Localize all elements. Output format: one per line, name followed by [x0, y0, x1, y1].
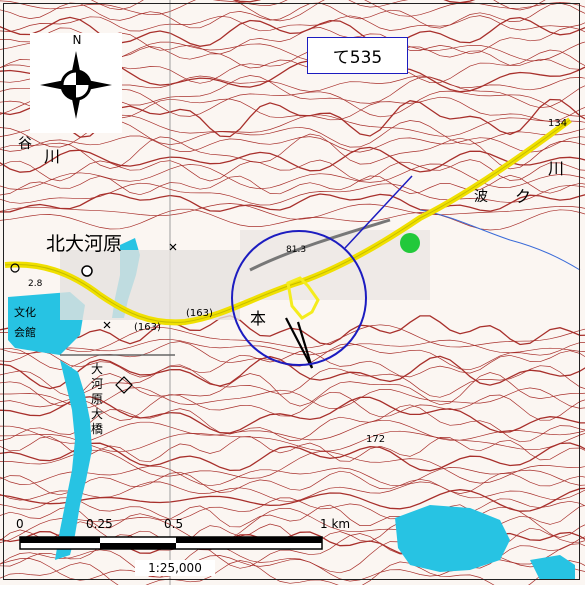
office-symbol	[81, 265, 93, 277]
site-label-box[interactable]: て535	[307, 37, 408, 74]
contour-line	[0, 174, 585, 196]
site-boundary[interactable]	[286, 276, 320, 320]
pond-corner	[530, 555, 575, 580]
contour-line	[0, 2, 585, 29]
river-label-kawa-west: 川	[44, 147, 61, 166]
contour-line	[0, 182, 585, 206]
contour-line	[0, 315, 585, 346]
elevation-81-3: 81.3	[286, 245, 307, 255]
contour-line	[0, 203, 585, 220]
highlight-circle[interactable]	[231, 230, 367, 366]
contour-line	[0, 506, 585, 544]
contour-line	[0, 98, 585, 138]
contour-line	[0, 133, 585, 170]
river-label-kawa-east: 川	[548, 159, 565, 178]
scale-tick-1km: 1 km	[320, 517, 351, 531]
access-line	[285, 317, 314, 369]
river-south	[55, 360, 92, 560]
scale-bar	[19, 536, 323, 550]
river-label-tani: 谷	[18, 136, 32, 152]
north-label: N	[72, 33, 82, 47]
river-label-nami: 波	[474, 189, 488, 205]
contour-line	[0, 135, 585, 153]
contour-line	[0, 0, 585, 22]
contour-line	[0, 387, 585, 410]
contour-line	[0, 372, 585, 407]
contour-line	[0, 146, 585, 173]
bridge-label-2: 原大橋	[91, 392, 104, 436]
contour-line	[0, 324, 585, 353]
bridge-label-1: 大河	[91, 362, 104, 391]
green-marker[interactable]	[400, 233, 420, 253]
elevation-172: 172	[366, 434, 386, 445]
contour-line	[0, 159, 585, 182]
hall-label-1: 文化	[14, 306, 36, 319]
contour-line	[0, 364, 585, 398]
contour-line	[0, 470, 585, 496]
route-134-label: 134	[548, 118, 568, 129]
route-163-label-a: (163)	[134, 322, 161, 333]
leader-line	[344, 175, 413, 249]
contour-line	[0, 192, 585, 213]
river-label-ku: ク	[515, 187, 532, 206]
contour-line	[0, 350, 585, 378]
contour-line	[0, 487, 585, 512]
contour-line	[0, 396, 585, 434]
water-bodies	[8, 209, 581, 580]
roads	[4, 117, 572, 356]
school-symbol	[169, 243, 177, 251]
north-arrow: N	[30, 33, 122, 133]
contour-line	[0, 533, 585, 569]
factory-symbol	[115, 376, 133, 394]
scale-tick-0-25: 0.25	[86, 517, 113, 531]
school-symbol-2	[103, 321, 111, 329]
post-office-symbol	[10, 263, 20, 273]
route-163-label-b: (163)	[186, 308, 213, 319]
scale-ratio: 1:25,000	[135, 560, 215, 576]
contour-line	[0, 15, 585, 32]
scale-tick-0: 0	[16, 517, 24, 531]
hall-label-2: 会館	[14, 326, 36, 339]
contour-line	[0, 560, 585, 589]
compass-rose-icon	[40, 51, 112, 119]
hamlet-name-label: 本	[250, 309, 267, 328]
stream-east	[419, 209, 581, 271]
contour-line	[0, 481, 585, 503]
contour-line	[0, 338, 585, 356]
contour-line	[0, 497, 585, 520]
contour-line	[0, 208, 585, 231]
contour-line	[0, 355, 585, 390]
elevation-2-8: 2.8	[28, 279, 43, 289]
town-name-label: 北大河原	[46, 233, 123, 255]
pond-southeast	[395, 505, 510, 572]
contour-line	[0, 163, 585, 190]
scale-tick-0-5: 0.5	[164, 517, 184, 531]
contour-line	[0, 465, 585, 487]
contour-line	[0, 16, 585, 47]
side-road	[249, 218, 391, 272]
